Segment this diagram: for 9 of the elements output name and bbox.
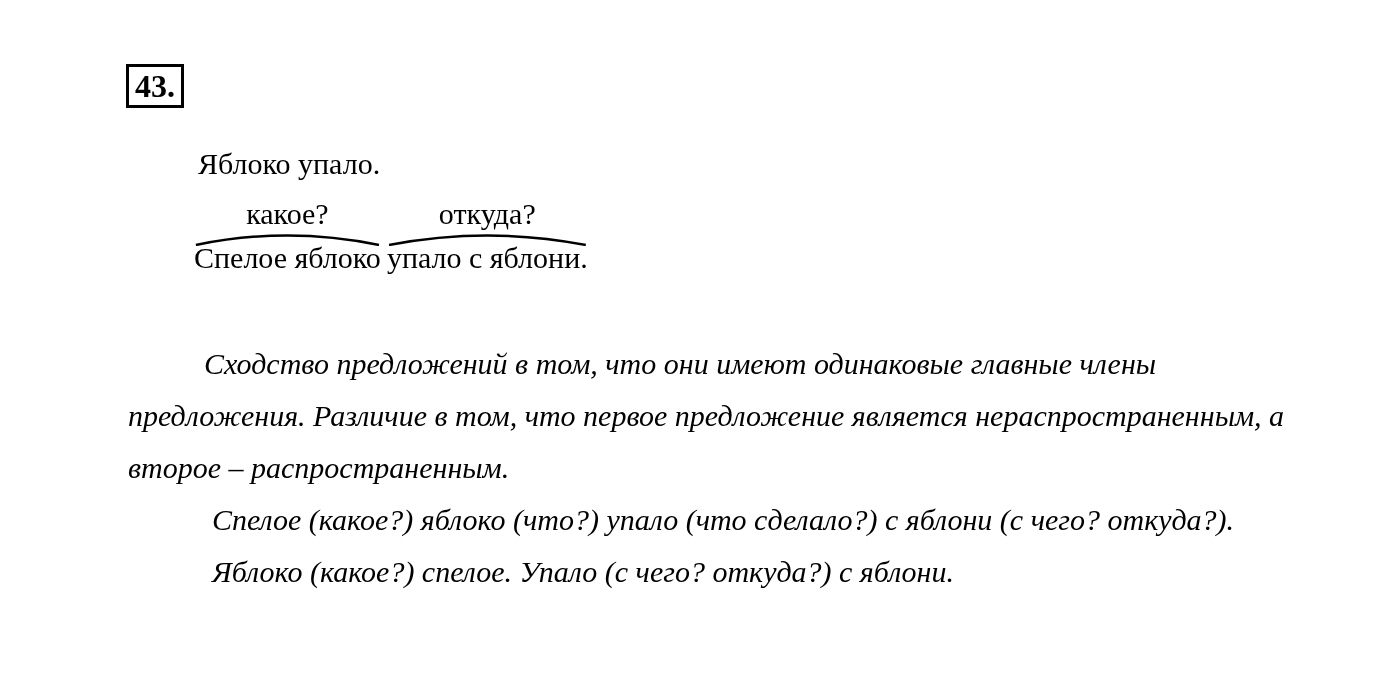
paragraph: Спелое (какое?) яблоко (что?) упало (что сделало?) с яблони (с чего? откуда?). bbox=[211, 502, 1236, 538]
question-text: откуда? bbox=[438, 196, 536, 232]
question-text: какое? bbox=[246, 196, 329, 232]
sentence-part: Спелое яблоко bbox=[194, 240, 381, 276]
paragraph: Сходство предложений в том, что они имеют одинаковые главные члены предложения. Различие в том, что первое предложение является нераспространенным, а второе – распространенным. bbox=[128, 346, 1286, 486]
sentence: Яблоко упало. bbox=[198, 146, 381, 182]
number-box: 43. bbox=[126, 64, 184, 108]
paragraph: Яблоко (какое?) спелое. Упало (с чего? откуда?) с яблони. bbox=[210, 554, 955, 590]
sentence-part: упало с яблони. bbox=[386, 240, 588, 276]
